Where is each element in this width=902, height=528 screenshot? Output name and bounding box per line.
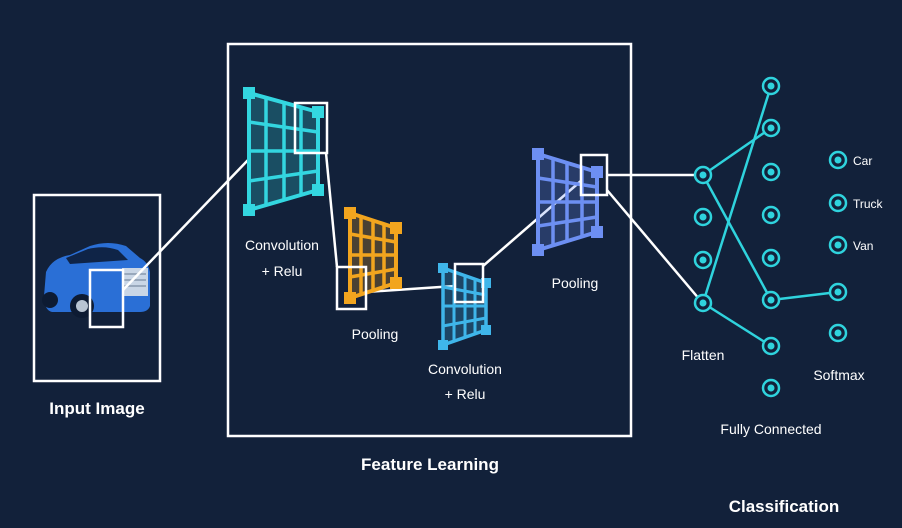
conv2-label-line1: Convolution	[428, 361, 502, 377]
conv1-label-line1: Convolution	[245, 237, 319, 253]
conv1-label-line2: + Relu	[261, 263, 303, 279]
input-focus-box	[88, 268, 125, 329]
class-label-van: Van	[853, 239, 874, 253]
class-label-truck: Truck	[853, 197, 883, 211]
car-image	[42, 243, 150, 318]
class-label-car: Car	[853, 154, 873, 168]
pool1-feature-map	[344, 207, 402, 304]
conv2-label-line2: + Relu	[444, 386, 486, 402]
conv2-focus-box	[453, 262, 485, 304]
flatten-nodes	[693, 165, 713, 313]
classification-label: Classification	[728, 497, 840, 516]
input-image-frame	[32, 193, 162, 383]
feature-learning-label: Feature Learning	[361, 455, 499, 474]
feature-learning-frame	[226, 42, 633, 438]
input-image-label: Input Image	[49, 399, 145, 418]
pool2-feature-map	[532, 148, 603, 256]
pool1-focus-box	[335, 265, 368, 311]
pool1-label: Pooling	[351, 326, 399, 342]
conv1-feature-map	[243, 87, 324, 216]
softmax-label: Softmax	[813, 367, 865, 383]
network-edges	[701, 85, 839, 348]
flatten-label: Flatten	[681, 347, 725, 363]
conv1-focus-box	[293, 101, 329, 155]
pool2-label: Pooling	[551, 275, 599, 291]
connection-lines	[122, 152, 701, 301]
fully-connected-label: Fully Connected	[720, 421, 822, 437]
pool2-focus-box	[579, 153, 609, 197]
